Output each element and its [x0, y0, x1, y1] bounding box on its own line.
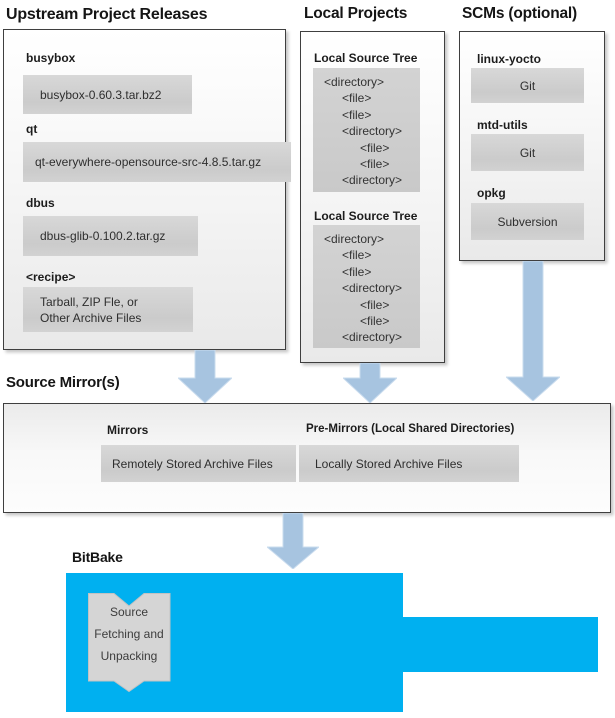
- tree-line: <file>: [360, 314, 390, 329]
- upstream-item-archive: dbus-glib-0.100.2.tar.gz: [23, 216, 198, 256]
- local-source-tree: <directory> <file> <file> <directory> <f…: [313, 225, 420, 348]
- local-projects-title: Local Projects: [304, 5, 408, 22]
- upstream-item-label: qt: [26, 122, 38, 136]
- bitbake-output-bar: [403, 617, 598, 672]
- scms-title: SCMs (optional): [462, 5, 577, 22]
- ribbon-line: Fetching and: [94, 627, 164, 641]
- scms-panel: linux-yocto Git mtd-utils Git opkg Subve…: [459, 31, 605, 261]
- bitbake-title: BitBake: [72, 549, 123, 565]
- premirrors-label: Pre-Mirrors (Local Shared Directories): [306, 423, 515, 435]
- upstream-item-archive: Tarball, ZIP Fle, or Other Archive Files: [23, 287, 193, 332]
- premirrors-box: Locally Stored Archive Files: [299, 445, 519, 482]
- tree-line: <file>: [342, 107, 372, 122]
- upstream-item-archive: qt-everywhere-opensource-src-4.8.5.tar.g…: [23, 142, 291, 182]
- archive-line: Tarball, ZIP Fle, or: [40, 294, 138, 309]
- tree-line: <file>: [360, 157, 390, 172]
- ribbon-line: Source: [109, 605, 149, 619]
- source-mirrors-title: Source Mirror(s): [6, 374, 120, 391]
- local-source-tree: <directory> <file> <file> <directory> <f…: [313, 68, 420, 192]
- down-arrow-upstream-icon: [178, 350, 232, 403]
- mirrors-box: Remotely Stored Archive Files: [101, 445, 296, 482]
- scm-item-label: mtd-utils: [477, 118, 528, 132]
- scm-type-box: Subversion: [471, 203, 584, 240]
- upstream-releases-panel: busybox busybox-0.60.3.tar.bz2 qt qt-eve…: [3, 29, 291, 350]
- mirrors-label: Mirrors: [107, 423, 149, 437]
- upstream-releases-title: Upstream Project Releases: [6, 6, 208, 23]
- local-source-tree-label: Local Source Tree: [314, 209, 418, 223]
- tree-line: <file>: [360, 297, 390, 312]
- upstream-item-label: <recipe>: [26, 270, 76, 284]
- tree-line: <directory>: [324, 232, 385, 246]
- ribbon-line: Unpacking: [100, 649, 158, 663]
- scm-type-box: Git: [471, 68, 584, 103]
- tree-line: <directory>: [342, 124, 403, 139]
- tree-line: <file>: [342, 248, 372, 263]
- scm-item-label: opkg: [477, 186, 506, 200]
- down-arrow-local-icon: [343, 363, 397, 403]
- source-mirrors-panel: Mirrors Remotely Stored Archive Files Pr…: [3, 403, 611, 513]
- tree-line: <file>: [360, 140, 390, 155]
- upstream-item-label: busybox: [26, 51, 76, 65]
- upstream-item-archive: busybox-0.60.3.tar.bz2: [23, 75, 192, 114]
- tree-line: <directory>: [342, 281, 403, 296]
- upstream-item-label: dbus: [26, 196, 55, 210]
- local-projects-panel: Local Source Tree <directory> <file> <fi…: [300, 31, 445, 363]
- source-fetching-ribbon-text: Source Fetching and Unpacking: [88, 601, 170, 667]
- tree-line: <directory>: [324, 75, 385, 89]
- local-source-tree-label: Local Source Tree: [314, 51, 418, 65]
- scm-type-box: Git: [471, 134, 584, 171]
- tree-line: <directory>: [342, 330, 403, 345]
- scm-item-label: linux-yocto: [477, 52, 542, 66]
- down-arrow-scm-icon: [506, 261, 560, 401]
- archive-line: Other Archive Files: [40, 310, 142, 325]
- tree-line: <file>: [342, 264, 372, 279]
- source-fetching-ribbon-icon: [88, 593, 171, 693]
- tree-line: <file>: [342, 91, 372, 106]
- tree-line: <directory>: [342, 173, 403, 188]
- down-arrow-mirrors-to-bitbake-icon: [267, 513, 319, 569]
